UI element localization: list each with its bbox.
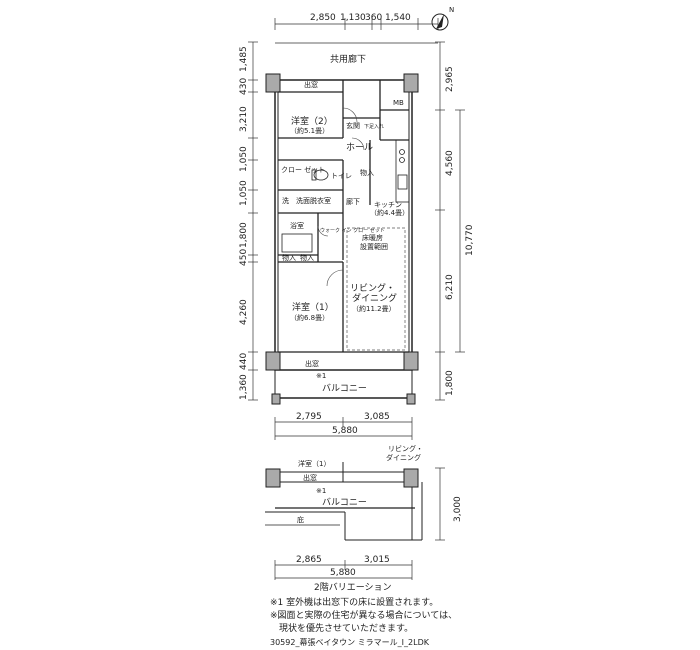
- dim-left-7: 450: [239, 249, 249, 266]
- living-name-2: ダイニング: [352, 292, 397, 304]
- dim-left-6: 1,800: [239, 222, 249, 248]
- bedroom2-area: （約5.1畳）: [290, 126, 329, 135]
- bottom-dimensions: [274, 417, 413, 440]
- property-code: 30592_幕張ベイタウン ミラマール_I_2LDK: [270, 638, 429, 647]
- dim-top-4: 1,540: [385, 13, 411, 23]
- var-eave: 庇: [297, 515, 304, 524]
- shoe-storage-label: 下足入れ: [364, 124, 384, 130]
- floor-heating-label-1: 床暖房: [362, 233, 383, 242]
- corridor-label: 共用廊下: [330, 53, 366, 65]
- note-line-2: ※図面と実際の住宅が異なる場合については、: [270, 611, 458, 621]
- hallway-label: 廊下: [346, 197, 360, 206]
- dim-left-9: 440: [239, 353, 249, 370]
- dim-bottom-2: 3,085: [364, 412, 390, 422]
- kitchen-counter: [395, 139, 410, 203]
- var-living-1: リビング・: [388, 444, 423, 453]
- var-dim-bottom-total: 5,880: [330, 568, 356, 578]
- note-line-1: ※1 室外機は出窓下の床に設置されます。: [270, 598, 439, 608]
- dim-right-2: 4,560: [445, 150, 455, 176]
- columns: [265, 73, 419, 371]
- balcony-outline: [274, 370, 413, 399]
- wash-label: 洗: [282, 196, 289, 205]
- var-living-2: ダイニング: [386, 453, 421, 462]
- dim-bottom-total: 5,880: [332, 426, 358, 436]
- living-area: （約11.2畳）: [352, 304, 396, 313]
- closet-label: クロー ゼット: [281, 165, 325, 174]
- bedroom2-name: 洋室（2）: [291, 115, 333, 127]
- dim-top-1: 2,850: [310, 13, 336, 23]
- bathtub: [281, 233, 313, 253]
- north-label: N: [449, 6, 454, 14]
- toilet-icon: [311, 169, 329, 181]
- var-dim-bottom-2: 3,015: [364, 555, 390, 565]
- bedroom1-area: （約6.8畳）: [290, 313, 329, 322]
- toilet-label: トイレ: [331, 172, 352, 180]
- walkin-closet-label: ウォーク イン クロー ゼット: [320, 227, 385, 234]
- var-window: 出窓: [303, 473, 317, 482]
- interior-walls: [278, 80, 409, 353]
- dim-left-5: 1,050: [239, 180, 249, 206]
- north-arrow-icon: [431, 13, 449, 31]
- var-bedroom: 洋室（1）: [298, 459, 330, 468]
- dim-top-2: 1,130: [340, 13, 366, 23]
- dim-right-5: 1,800: [445, 370, 455, 396]
- top-dimensions: [274, 18, 439, 44]
- hall-label: ホール: [346, 142, 373, 153]
- floor-heating-label-2: 設置範囲: [360, 242, 388, 251]
- window-top-label: 出窓: [304, 80, 318, 89]
- dim-top-3: 360: [365, 13, 382, 23]
- window-bottom-label: 出窓: [305, 359, 319, 368]
- washroom-label: 洗面脱衣室: [296, 196, 331, 205]
- kitchen-name: キッチン: [374, 201, 402, 209]
- living-name-1: リビング・: [350, 282, 395, 294]
- bath-label: 浴室: [290, 221, 304, 230]
- storage2-label: 物入: [300, 253, 314, 262]
- notes: ※1 室外機は出窓下の床に設置されます。 ※図面と実際の住宅が異なる場合について…: [270, 597, 457, 636]
- balcony-columns: [271, 393, 416, 405]
- right-dimensions: [435, 41, 465, 401]
- dim-left-8: 4,260: [239, 299, 249, 325]
- variation-title: 2階バリエーション: [314, 582, 392, 593]
- var-dim-bottom-1: 2,865: [296, 555, 322, 565]
- dim-left-2: 430: [239, 78, 249, 95]
- mb-label: MB: [393, 99, 404, 107]
- dim-right-4: 6,210: [445, 274, 455, 300]
- bedroom1-name: 洋室（1）: [292, 301, 334, 313]
- var-note-mark: ※1: [316, 487, 326, 495]
- note-mark: ※1: [316, 372, 326, 380]
- entrance-label: 玄関: [346, 121, 360, 130]
- dim-right-3: 10,770: [465, 224, 475, 256]
- variation-bottom-dims: [274, 560, 413, 580]
- var-balcony: バルコニー: [322, 497, 367, 508]
- dim-left-10: 1,360: [239, 374, 249, 400]
- dim-right-1: 2,965: [445, 66, 455, 92]
- variation-right-dim: [435, 467, 445, 541]
- door-swings: [317, 107, 365, 287]
- kitchen-area: （約4.4畳）: [370, 208, 409, 217]
- note-line-3: 現状を優先させていただきます。: [270, 624, 414, 634]
- storage-label: 物入: [360, 168, 374, 177]
- dim-bottom-1: 2,795: [296, 412, 322, 422]
- variation-columns: [265, 468, 419, 488]
- dim-left-1: 1,485: [239, 46, 249, 72]
- left-dimensions: [248, 41, 258, 401]
- dim-left-3: 3,210: [239, 106, 249, 132]
- storage1-label: 物入: [282, 253, 296, 262]
- var-dim-right: 3,000: [453, 496, 463, 522]
- balcony-label: バルコニー: [322, 383, 367, 394]
- dim-left-4: 1,050: [239, 146, 249, 172]
